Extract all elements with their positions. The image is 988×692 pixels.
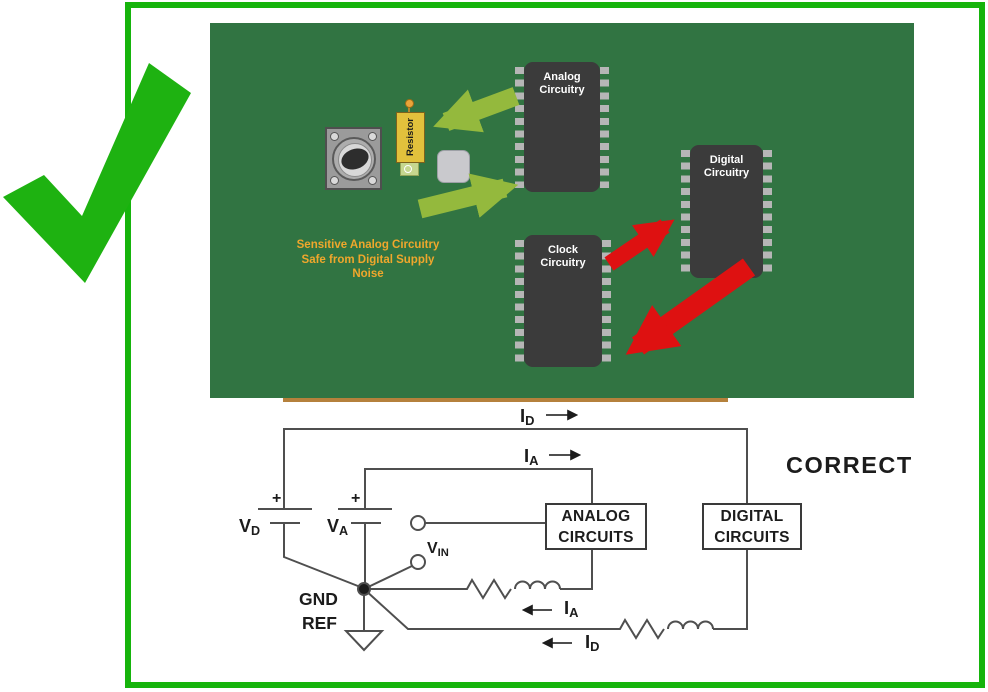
chip-label-line: Circuitry (540, 257, 586, 269)
gnd-label: GND (299, 589, 338, 609)
vd-label: VD (239, 516, 260, 538)
chip-label-line: Circuitry (539, 84, 585, 96)
digital-circuitry-chip: Digital Circuitry (690, 145, 763, 278)
va-label: VA (327, 516, 348, 538)
caption-line: Noise (352, 268, 384, 280)
chip-pins (515, 67, 524, 188)
screw-icon (330, 176, 339, 185)
vin-main: V (427, 540, 438, 557)
ref-label: REF (302, 613, 337, 633)
resistor-lead-tip (405, 99, 414, 108)
pcb-board-edge (283, 398, 728, 402)
box-label-line: ANALOG (561, 508, 631, 525)
id-sub: D (525, 413, 535, 429)
vd-plus-sign: + (272, 490, 282, 507)
mount-hole (404, 165, 412, 173)
chip-pins (602, 240, 611, 362)
chip-pins (515, 240, 524, 362)
vin-sub: IN (437, 546, 449, 559)
screw-icon (368, 176, 377, 185)
va-sub: A (339, 524, 349, 539)
vin-label: VIN (427, 540, 449, 559)
chip-pins (600, 67, 609, 188)
vd-sub: D (251, 524, 261, 539)
digital-circuits-box: DIGITAL CIRCUITS (702, 503, 802, 550)
screw-icon (330, 132, 339, 141)
id-sub: D (590, 639, 600, 655)
id-supply-label: ID (520, 405, 534, 428)
pcb-caption: Sensitive Analog Circuitry Safe from Dig… (288, 238, 448, 282)
verdict-label: CORRECT (786, 452, 913, 478)
va-plus-sign: + (351, 490, 361, 507)
green-frame-border (125, 2, 985, 688)
speaker-component (325, 127, 382, 190)
analog-circuitry-chip: Analog Circuitry (524, 62, 600, 192)
chip-pins (763, 150, 772, 273)
ia-return-label: IA (564, 597, 578, 620)
chip-label-line: Clock (548, 244, 578, 256)
chip-label-line: Digital (709, 154, 744, 166)
caption-line: Safe from Digital Supply (301, 253, 435, 266)
va-main: V (327, 516, 340, 536)
chip-pins (681, 150, 690, 273)
resistor-component: Resistor (396, 112, 425, 163)
ia-sub: A (569, 605, 579, 621)
ia-sub: A (529, 453, 539, 469)
box-label-line: DIGITAL (720, 508, 784, 525)
resistor-label: Resistor (405, 118, 416, 157)
analog-circuits-box: ANALOG CIRCUITS (545, 503, 647, 550)
chip-label-line: Circuitry (703, 167, 750, 179)
id-return-label: ID (585, 631, 599, 654)
screw-icon (368, 132, 377, 141)
box-label-line: CIRCUITS (558, 529, 634, 546)
vd-main: V (239, 516, 252, 536)
clock-circuitry-chip: Clock Circuitry (524, 235, 602, 367)
box-label-line: CIRCUITS (714, 529, 790, 546)
resistor-lead (408, 104, 410, 113)
resistor-mount-tab (400, 162, 419, 176)
caption-line: Sensitive Analog Circuitry (296, 239, 440, 251)
chip-label-line: Analog (543, 71, 581, 83)
smd-component (437, 150, 470, 183)
id-main: I (520, 405, 526, 426)
id-main: I (585, 631, 591, 652)
ia-supply-label: IA (524, 445, 538, 468)
